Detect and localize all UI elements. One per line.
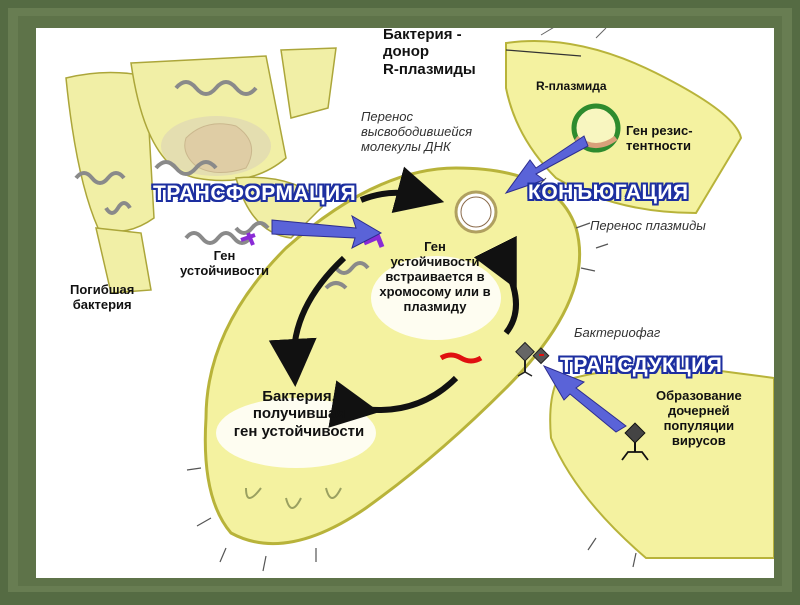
- virus-population-label: Образование дочерней популяции вирусов: [656, 388, 742, 448]
- transduction-arrow: [542, 364, 627, 433]
- diagram-illustration: [65, 28, 774, 572]
- dead-bacterium-label: Погибшая бактерия: [70, 282, 135, 312]
- stability-gene-label: Ген устойчивости: [180, 248, 269, 278]
- donor-bacterium: [505, 28, 743, 215]
- bacteriophage-label: Бактериофаг: [574, 325, 661, 340]
- bacteriophage-icon: [515, 341, 550, 377]
- donor-label: Бактерия - донор R-плазмиды: [383, 26, 476, 78]
- recipient-label: Бактерия, получившая ген устойчивости: [233, 388, 365, 440]
- diagram-canvas: Бактерия - донор R-плазмиды R-плазмида Г…: [36, 26, 774, 578]
- r-plasmid-label: R-плазмида: [536, 79, 607, 93]
- dead-bacterium-fragments: [65, 47, 337, 294]
- recipient-bacterium: [186, 166, 609, 572]
- plasmid-transfer-label: Перенос плазмиды: [590, 218, 706, 233]
- resistance-gene-label: Ген резис- тентности: [626, 123, 693, 153]
- gene-insert-label: Ген устойчивости встраивается в хромосом…: [379, 239, 491, 314]
- virus-icon: [621, 422, 649, 461]
- conjugation-title: КОНЪЮГАЦИЯ: [528, 181, 689, 204]
- transduction-title: ТРАНСДУКЦИЯ: [560, 354, 723, 377]
- transformation-arrow: [271, 214, 383, 249]
- conjugation-arrow: [504, 135, 589, 194]
- dna-transfer-label: Перенос высвободившейся молекулы ДНК: [361, 109, 473, 154]
- transformation-title: ТРАНСФОРМАЦИЯ: [153, 182, 357, 205]
